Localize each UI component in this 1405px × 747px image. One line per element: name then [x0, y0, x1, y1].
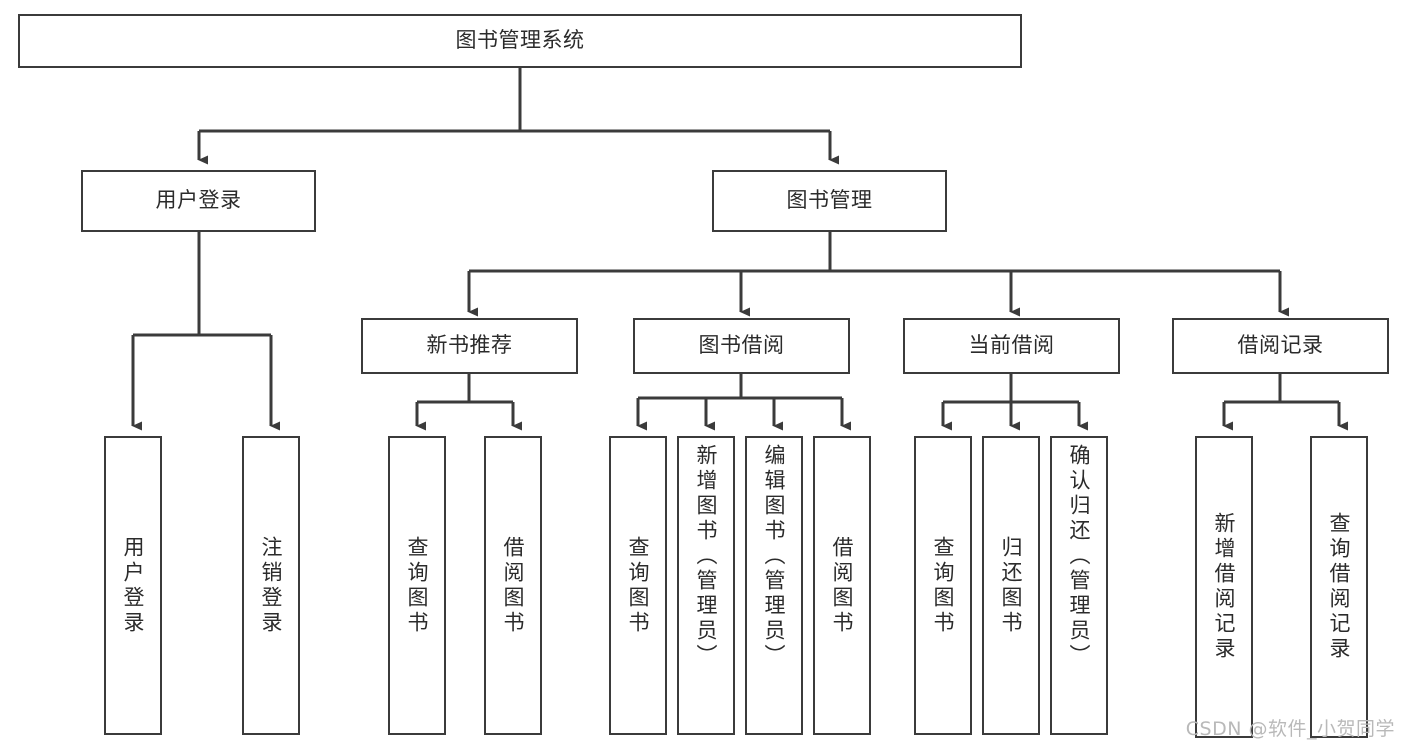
node-label: 图书管理 — [786, 188, 873, 213]
node-user-login[interactable]: 用户登录 — [81, 170, 316, 232]
node-label: 确认归还（管理员） — [1067, 444, 1092, 669]
node-book-borrow[interactable]: 图书借阅 — [633, 318, 850, 374]
node-label: 新书推荐 — [426, 333, 513, 358]
node-book-management[interactable]: 图书管理 — [712, 170, 947, 232]
node-label: 新增借阅记录 — [1212, 512, 1237, 662]
node-leaf-book-borrow-add[interactable]: 新增图书（管理员） — [677, 436, 735, 735]
node-leaf-book-borrow-query[interactable]: 查询图书 — [609, 436, 667, 735]
node-leaf-user-login-logout[interactable]: 注销登录 — [242, 436, 300, 735]
node-new-book-recommend[interactable]: 新书推荐 — [361, 318, 578, 374]
node-label: 图书管理系统 — [455, 28, 585, 53]
node-label: 借阅记录 — [1237, 333, 1324, 358]
node-leaf-current-borrow-query[interactable]: 查询图书 — [914, 436, 972, 735]
node-label: 查询图书 — [931, 535, 956, 636]
node-leaf-user-login-login[interactable]: 用户登录 — [104, 436, 162, 735]
node-label: 归还图书 — [999, 535, 1024, 636]
node-leaf-borrow-record-query[interactable]: 查询借阅记录 — [1310, 436, 1368, 738]
node-label: 查询图书 — [405, 535, 430, 636]
node-leaf-new-book-query[interactable]: 查询图书 — [388, 436, 446, 735]
node-label: 借阅图书 — [830, 535, 855, 636]
node-label: 查询借阅记录 — [1327, 512, 1352, 662]
node-leaf-book-borrow-edit[interactable]: 编辑图书（管理员） — [745, 436, 803, 735]
node-leaf-current-borrow-confirm[interactable]: 确认归还（管理员） — [1050, 436, 1108, 735]
node-leaf-book-borrow-borrow[interactable]: 借阅图书 — [813, 436, 871, 735]
node-label: 新增图书（管理员） — [694, 444, 719, 669]
node-label: 注销登录 — [259, 535, 284, 636]
node-label: 查询图书 — [626, 535, 651, 636]
node-label: 图书借阅 — [698, 333, 785, 358]
node-leaf-current-borrow-return[interactable]: 归还图书 — [982, 436, 1040, 735]
node-leaf-borrow-record-add[interactable]: 新增借阅记录 — [1195, 436, 1253, 738]
node-borrow-record[interactable]: 借阅记录 — [1172, 318, 1389, 374]
node-label: 编辑图书（管理员） — [762, 444, 787, 669]
watermark-text: CSDN @软件_小贺同学 — [1185, 718, 1395, 740]
node-label: 当前借阅 — [968, 333, 1055, 358]
node-label: 用户登录 — [155, 188, 242, 213]
node-root-library-system[interactable]: 图书管理系统 — [18, 14, 1022, 68]
node-current-borrow[interactable]: 当前借阅 — [903, 318, 1120, 374]
node-leaf-new-book-borrow[interactable]: 借阅图书 — [484, 436, 542, 735]
node-label: 用户登录 — [121, 535, 146, 636]
node-label: 借阅图书 — [501, 535, 526, 636]
